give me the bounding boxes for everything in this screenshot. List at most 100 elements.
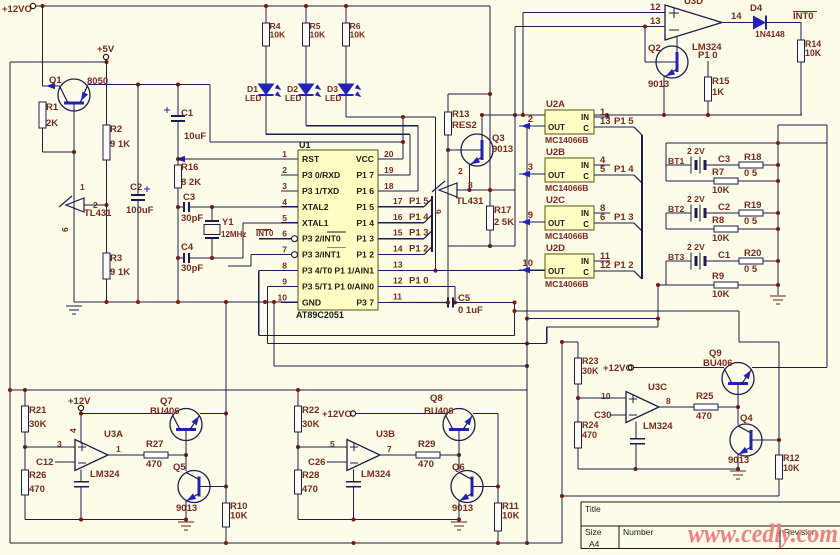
svg-text:IN: IN bbox=[581, 257, 589, 266]
svg-text:U2B: U2B bbox=[546, 147, 565, 158]
svg-text:R29: R29 bbox=[418, 439, 435, 450]
svg-text:P1 5: P1 5 bbox=[614, 116, 634, 127]
svg-text:R23: R23 bbox=[582, 356, 599, 366]
svg-text:XTAL2: XTAL2 bbox=[302, 202, 329, 212]
svg-text:6: 6 bbox=[282, 229, 287, 239]
svg-text:TL431: TL431 bbox=[456, 196, 484, 207]
svg-text:14: 14 bbox=[731, 11, 742, 22]
svg-text:www.cedly.com: www.cedly.com bbox=[688, 518, 838, 548]
svg-text:10K: 10K bbox=[712, 289, 730, 300]
svg-text:A4: A4 bbox=[589, 539, 600, 549]
svg-text:P1 1/AIN1: P1 1/AIN1 bbox=[334, 266, 374, 276]
svg-text:INT0: INT0 bbox=[256, 229, 274, 238]
svg-text:OUT: OUT bbox=[548, 171, 565, 180]
svg-text:VCC: VCC bbox=[356, 154, 374, 164]
svg-text:6: 6 bbox=[60, 227, 70, 232]
svg-text:P1 3: P1 3 bbox=[356, 234, 374, 244]
svg-text:30K: 30K bbox=[29, 419, 47, 430]
svg-text:R26: R26 bbox=[29, 470, 46, 481]
svg-text:P3 1/TXD: P3 1/TXD bbox=[302, 186, 339, 196]
svg-text:LED: LED bbox=[285, 94, 301, 103]
svg-text:OUT: OUT bbox=[548, 123, 565, 132]
svg-text:C5: C5 bbox=[458, 293, 471, 304]
svg-text:+5V: +5V bbox=[97, 44, 115, 55]
svg-text:P3 4/T0: P3 4/T0 bbox=[302, 266, 332, 276]
svg-text:BU406: BU406 bbox=[703, 358, 733, 369]
svg-text:C26: C26 bbox=[308, 457, 325, 468]
svg-text:+12VO: +12VO bbox=[322, 409, 352, 420]
svg-text:0 1uF: 0 1uF bbox=[458, 305, 483, 316]
svg-text:P1 0: P1 0 bbox=[409, 276, 429, 287]
svg-text:9 1K: 9 1K bbox=[110, 267, 130, 278]
svg-text:P3 2/INT0: P3 2/INT0 bbox=[302, 234, 341, 244]
svg-text:470: 470 bbox=[582, 430, 597, 440]
svg-text:MC14066B: MC14066B bbox=[545, 231, 588, 241]
svg-text:9013: 9013 bbox=[452, 503, 473, 514]
svg-text:10K: 10K bbox=[310, 30, 327, 40]
svg-text:17: 17 bbox=[393, 196, 403, 206]
svg-text:30K: 30K bbox=[302, 419, 320, 430]
svg-text:BT2: BT2 bbox=[668, 204, 684, 214]
svg-text:2 5K: 2 5K bbox=[494, 217, 514, 228]
svg-text:8: 8 bbox=[666, 396, 671, 406]
svg-text:P1 0: P1 0 bbox=[698, 50, 718, 61]
svg-text:4: 4 bbox=[282, 197, 287, 207]
svg-text:RES2: RES2 bbox=[452, 120, 477, 131]
svg-text:P3 5/T1: P3 5/T1 bbox=[302, 282, 332, 292]
svg-text:2 2V: 2 2V bbox=[687, 194, 705, 204]
svg-text:1K: 1K bbox=[712, 87, 724, 98]
svg-text:C12: C12 bbox=[36, 457, 53, 468]
svg-text:0 5: 0 5 bbox=[744, 264, 758, 275]
svg-text:Q3: Q3 bbox=[492, 133, 505, 144]
svg-text:2K: 2K bbox=[46, 118, 58, 129]
svg-text:9 1K: 9 1K bbox=[110, 139, 130, 150]
svg-text:10K: 10K bbox=[783, 463, 800, 473]
svg-text:U3D: U3D bbox=[684, 0, 703, 7]
svg-text:P1 4: P1 4 bbox=[614, 164, 634, 175]
svg-text:R21: R21 bbox=[29, 405, 47, 416]
svg-text:8 2K: 8 2K bbox=[181, 177, 201, 188]
svg-text:C3: C3 bbox=[718, 154, 730, 165]
svg-text:10uF: 10uF bbox=[184, 131, 206, 142]
svg-text:OUT: OUT bbox=[548, 219, 565, 228]
svg-text:5: 5 bbox=[600, 164, 606, 175]
svg-text:GND: GND bbox=[302, 297, 321, 307]
svg-text:R19: R19 bbox=[744, 200, 761, 211]
svg-text:Q4: Q4 bbox=[740, 413, 753, 424]
svg-text:Q2: Q2 bbox=[648, 43, 661, 54]
svg-text:R16: R16 bbox=[181, 162, 198, 173]
svg-text:P1 2: P1 2 bbox=[614, 260, 634, 271]
svg-text:P1 5: P1 5 bbox=[409, 196, 429, 207]
svg-text:IN: IN bbox=[581, 113, 589, 122]
svg-text:IN: IN bbox=[581, 161, 589, 170]
svg-text:Y1: Y1 bbox=[222, 217, 234, 228]
svg-text:C2: C2 bbox=[718, 202, 730, 213]
svg-text:LM324: LM324 bbox=[643, 421, 673, 432]
svg-text:11: 11 bbox=[393, 291, 402, 301]
svg-text:6: 6 bbox=[600, 212, 605, 223]
svg-text:16: 16 bbox=[393, 212, 403, 222]
svg-text:C1: C1 bbox=[181, 108, 194, 119]
svg-text:D2: D2 bbox=[287, 84, 298, 94]
svg-text:U2A: U2A bbox=[546, 99, 565, 110]
svg-text:U3B: U3B bbox=[376, 429, 395, 440]
svg-text:9013: 9013 bbox=[492, 144, 513, 155]
svg-text:RST: RST bbox=[302, 154, 320, 164]
svg-text:13: 13 bbox=[393, 260, 403, 270]
svg-text:R25: R25 bbox=[696, 391, 714, 402]
svg-text:9: 9 bbox=[282, 277, 287, 287]
svg-text:8: 8 bbox=[282, 261, 287, 271]
svg-text:4: 4 bbox=[68, 428, 78, 433]
svg-text:OUT: OUT bbox=[548, 267, 565, 276]
svg-text:0 5: 0 5 bbox=[744, 216, 758, 227]
svg-text:R15: R15 bbox=[712, 76, 730, 87]
svg-text:C: C bbox=[583, 172, 589, 181]
svg-text:10: 10 bbox=[601, 391, 611, 401]
svg-text:TL431: TL431 bbox=[84, 208, 112, 219]
svg-text:470: 470 bbox=[146, 459, 162, 470]
svg-text:D1: D1 bbox=[247, 84, 258, 94]
svg-text:470: 470 bbox=[418, 459, 434, 470]
svg-text:R8: R8 bbox=[712, 215, 724, 226]
svg-text:C: C bbox=[583, 268, 589, 277]
svg-text:BU406: BU406 bbox=[424, 406, 454, 417]
